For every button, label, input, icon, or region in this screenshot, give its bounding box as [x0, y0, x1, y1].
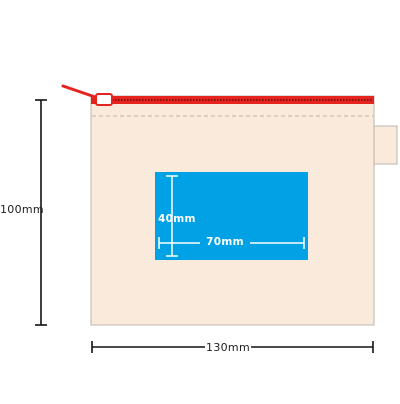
print-height-label: 40mm	[158, 213, 196, 225]
width-label: 130mm	[205, 341, 251, 354]
side-tab	[372, 125, 398, 165]
print-width-label: 70mm	[200, 236, 250, 248]
height-dimension-line	[35, 99, 47, 326]
zipper-pull-icon	[61, 84, 113, 106]
height-label: 100mm	[0, 203, 44, 216]
